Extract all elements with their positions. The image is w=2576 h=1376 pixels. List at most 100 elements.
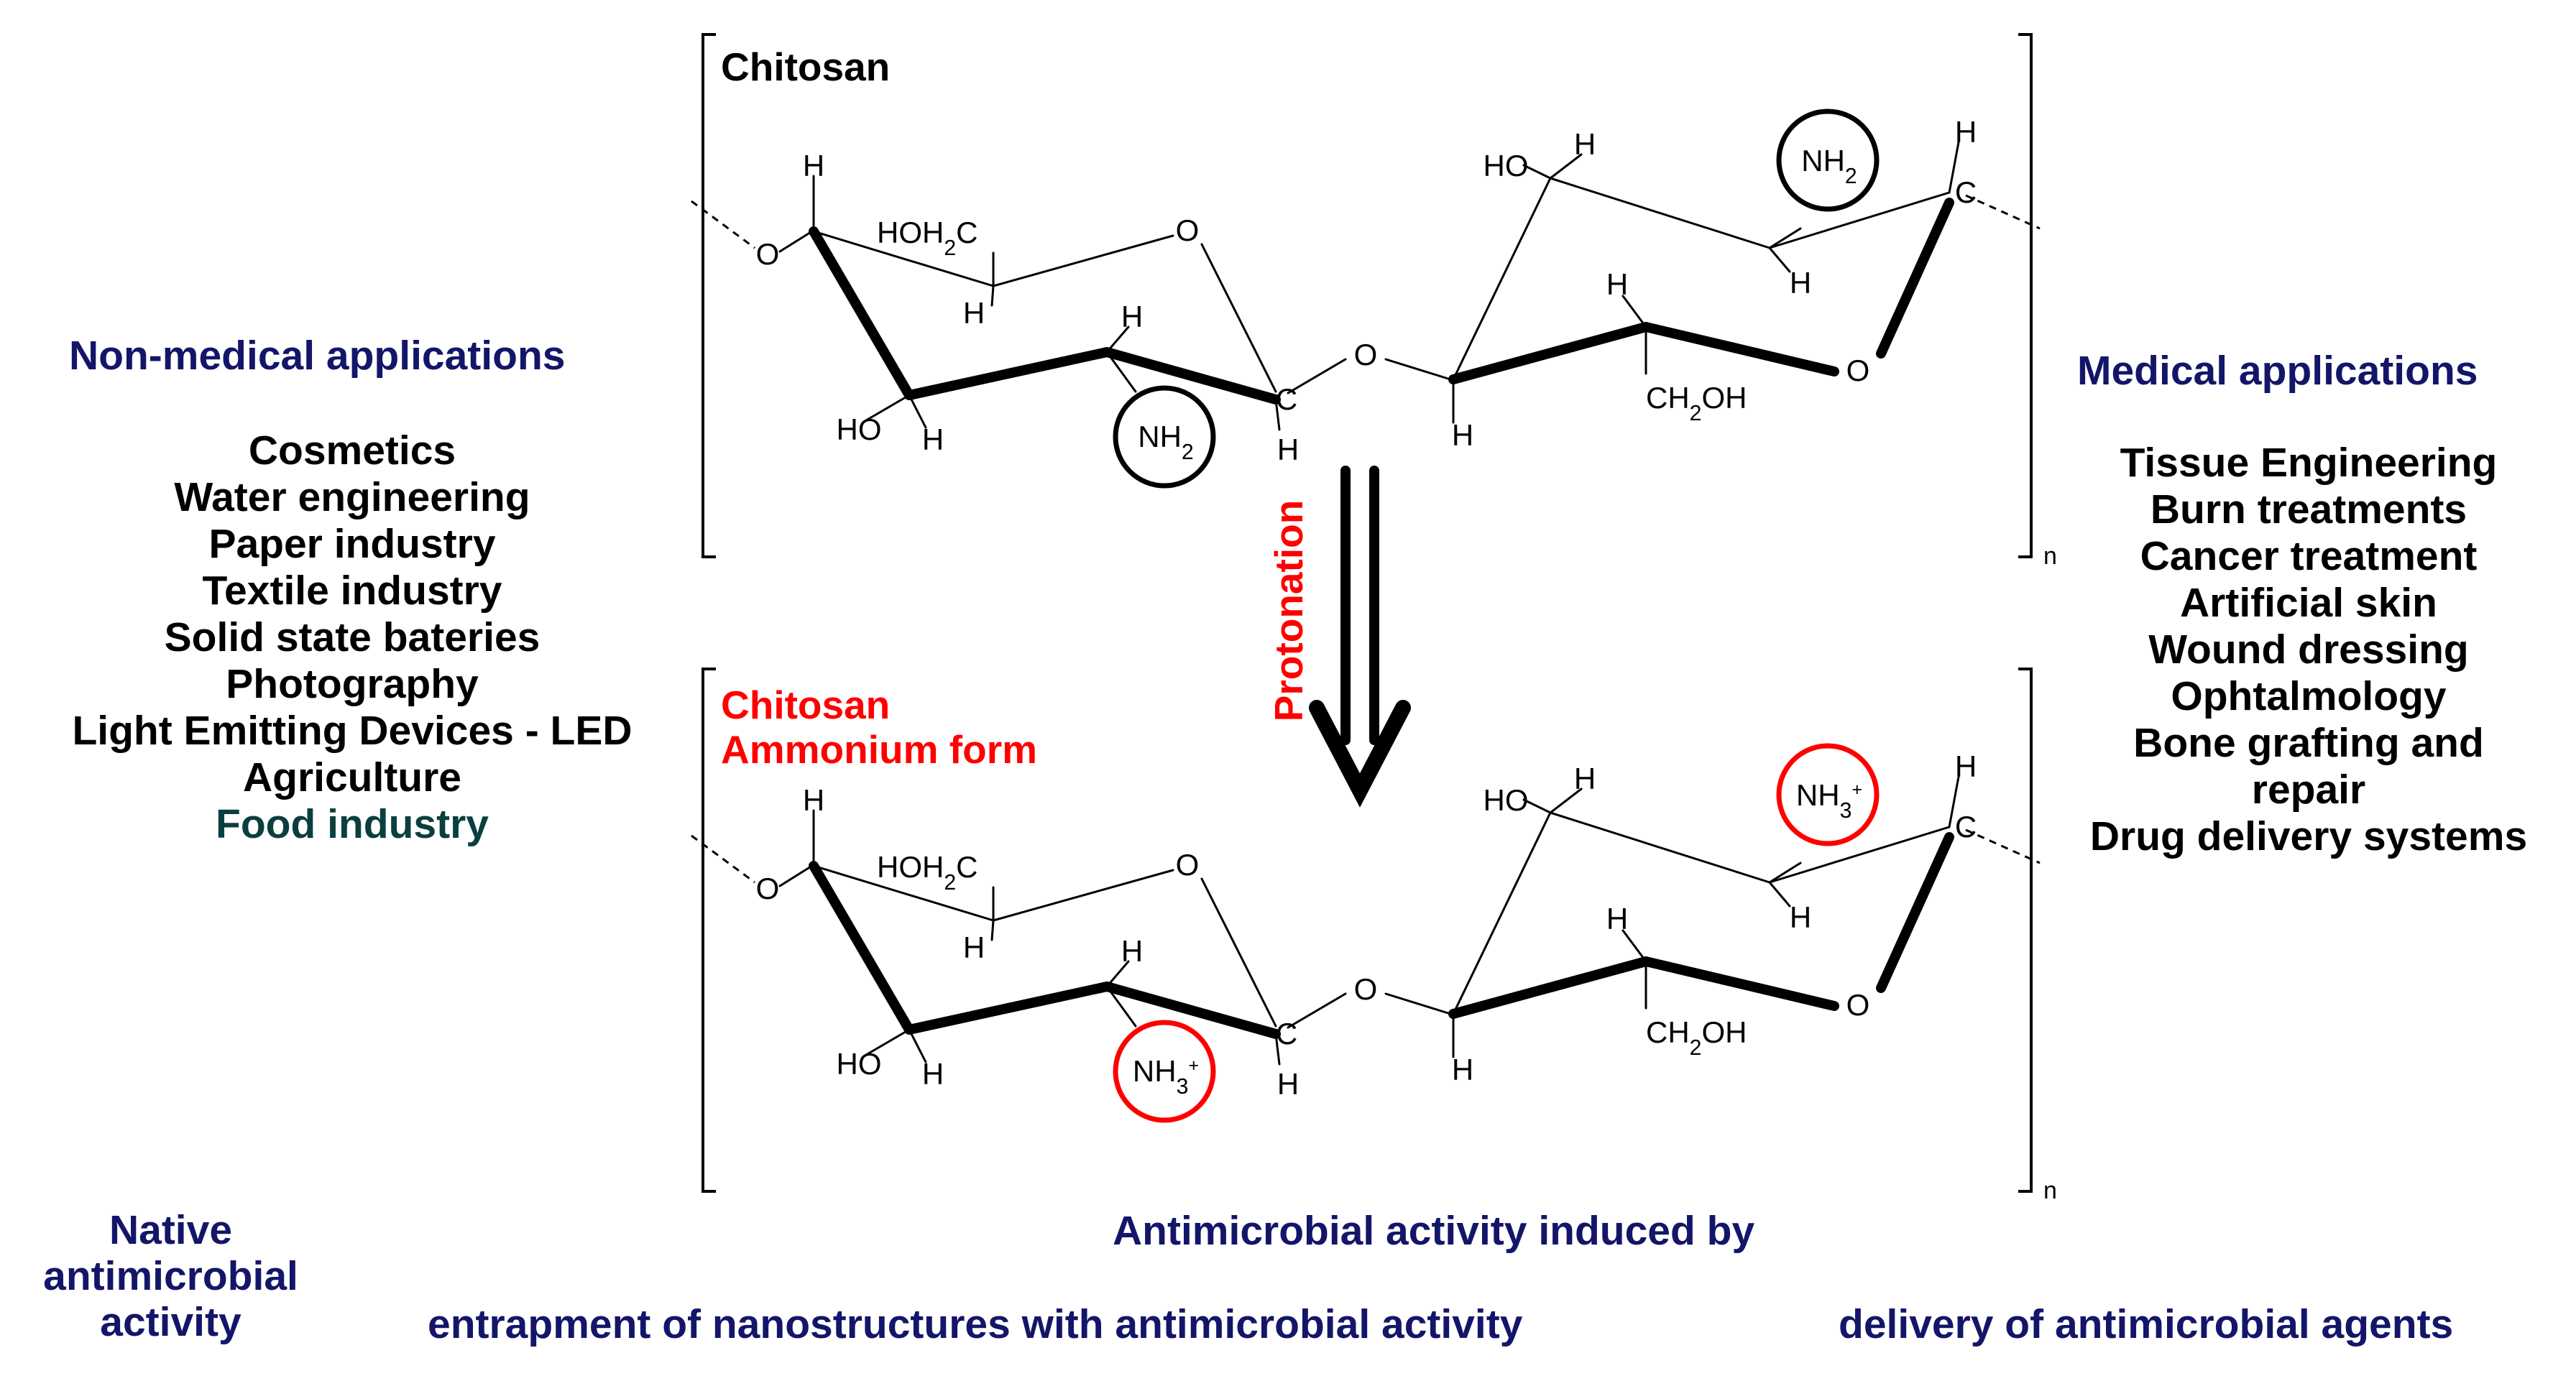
induced-activity-title: Antimicrobial activity induced by <box>1113 1208 1755 1254</box>
h-bond <box>990 285 995 307</box>
hydrogen-label: H <box>1277 433 1299 466</box>
hydroxyl-label: HO <box>1484 149 1529 183</box>
h-bond <box>990 919 995 941</box>
chain-continuation <box>1965 194 2041 230</box>
repeat-subscript: n <box>2043 1177 2057 1204</box>
back-bond <box>1768 191 1951 249</box>
hydrogen-label: H <box>1277 1067 1299 1101</box>
glycosidic-bond <box>1384 358 1452 381</box>
glycosidic-bond <box>1287 992 1347 1029</box>
hydrogen-label: H <box>963 931 985 964</box>
oxygen-label: O <box>756 237 780 271</box>
hydrogen-label: H <box>1452 418 1473 452</box>
arrow-head <box>1309 700 1411 808</box>
medical-title: Medical applications <box>2077 348 2478 394</box>
ch2oh-label: CH2OH <box>1646 1015 1747 1060</box>
non-medical-item: Textile industry <box>202 568 502 614</box>
chain-continuation <box>691 200 755 249</box>
medical-item: Cancer treatment <box>2140 533 2478 579</box>
front-bond <box>809 226 914 400</box>
back-bond <box>1549 177 1771 249</box>
ring-oxygen-label: O <box>1846 354 1870 387</box>
carbon-label: C <box>1276 382 1297 416</box>
chain-continuation <box>1965 828 2041 864</box>
medical-item: Tissue Engineering <box>2120 440 2498 486</box>
front-bond <box>904 982 1112 1035</box>
chitosan-title: Chitosan <box>721 45 890 89</box>
non-medical-item: Photography <box>226 661 479 707</box>
medical-item: Burn treatments <box>2150 486 2467 532</box>
ammonium-title: Ammonium form <box>721 727 1037 772</box>
nh-bond <box>1768 862 1802 884</box>
hydrogen-label: H <box>1121 934 1143 968</box>
ch2oh-label: CH2OH <box>1646 381 1747 425</box>
carbon-label: C <box>1276 1017 1297 1051</box>
front-bond <box>809 861 914 1035</box>
hoh2c-label: HOH2C <box>877 216 978 260</box>
hydrogen-label: H <box>1790 266 1811 300</box>
oh-bond <box>1522 798 1552 814</box>
h-bond <box>908 1028 927 1063</box>
h-bond <box>1549 788 1583 814</box>
glycosidic-oxygen-label: O <box>1354 972 1378 1006</box>
amine-highlight-circle <box>1113 385 1216 489</box>
entrapment-label: entrapment of nanostructures with antimi… <box>428 1301 1523 1347</box>
amine-highlight-circle <box>1113 1020 1216 1123</box>
chain-continuation <box>778 232 810 253</box>
food-industry-item: Food industry <box>216 801 489 847</box>
ammonium-label: NH3+ <box>1796 778 1862 823</box>
medical-item: Ophtalmology <box>2171 673 2447 719</box>
glycosidic-bond <box>1287 358 1347 394</box>
front-bond <box>1448 322 1651 384</box>
hydrogen-label: H <box>922 1057 944 1091</box>
hydrogen-label: H <box>1574 127 1596 161</box>
hydrogen-label: H <box>803 783 824 817</box>
amine-highlight-circle <box>1776 743 1880 846</box>
non-medical-item: Solid state bateries <box>164 614 540 660</box>
medical-item: repair <box>2251 767 2366 813</box>
h-bond <box>1948 775 1960 828</box>
nh-bond <box>1105 351 1137 393</box>
ammonium-label: NH3+ <box>1133 1054 1199 1099</box>
delivery-label: delivery of antimicrobial agents <box>1839 1301 2454 1347</box>
front-bond <box>904 347 1112 400</box>
h-bond <box>1105 325 1130 354</box>
hydroxyl-label: HO <box>1484 783 1529 817</box>
front-bond <box>1876 832 1954 993</box>
back-bond <box>1200 877 1277 1028</box>
front-bond <box>1102 982 1281 1039</box>
carbon-label: C <box>1955 810 1977 844</box>
medical-item: Artificial skin <box>2180 580 2437 626</box>
hydrogen-label: H <box>1452 1053 1473 1086</box>
h-bond <box>1274 398 1281 431</box>
native-line: activity <box>100 1299 242 1345</box>
back-bond <box>992 869 1174 922</box>
hydrogen-label: H <box>963 296 985 330</box>
carbon-label: C <box>1955 175 1977 209</box>
hydrogen-label: H <box>1790 900 1811 934</box>
left-bracket <box>702 33 716 558</box>
front-bond <box>1448 956 1651 1019</box>
hydrogen-label: H <box>1606 902 1628 936</box>
medical-item: Wound dressing <box>2148 627 2469 673</box>
back-bond <box>1200 243 1277 393</box>
nh-bond <box>1105 985 1137 1028</box>
hydrogen-label: H <box>803 149 824 183</box>
h-bond <box>1622 295 1647 328</box>
repeat-subscript: n <box>2043 542 2057 570</box>
protonation-label: Protonation <box>1266 500 1311 722</box>
chain-continuation <box>691 834 755 884</box>
hydrogen-label: H <box>1121 300 1143 333</box>
non-medical-item: Water engineering <box>174 474 530 520</box>
front-bond <box>1641 956 1839 1011</box>
glycosidic-bond <box>1384 992 1452 1015</box>
amine-label: NH2 <box>1138 420 1194 464</box>
back-bond <box>1452 177 1552 381</box>
back-bond <box>1768 826 1951 884</box>
h-bond <box>1622 929 1647 963</box>
left-bracket <box>702 668 716 1193</box>
hydrogen-label: H <box>1606 267 1628 301</box>
